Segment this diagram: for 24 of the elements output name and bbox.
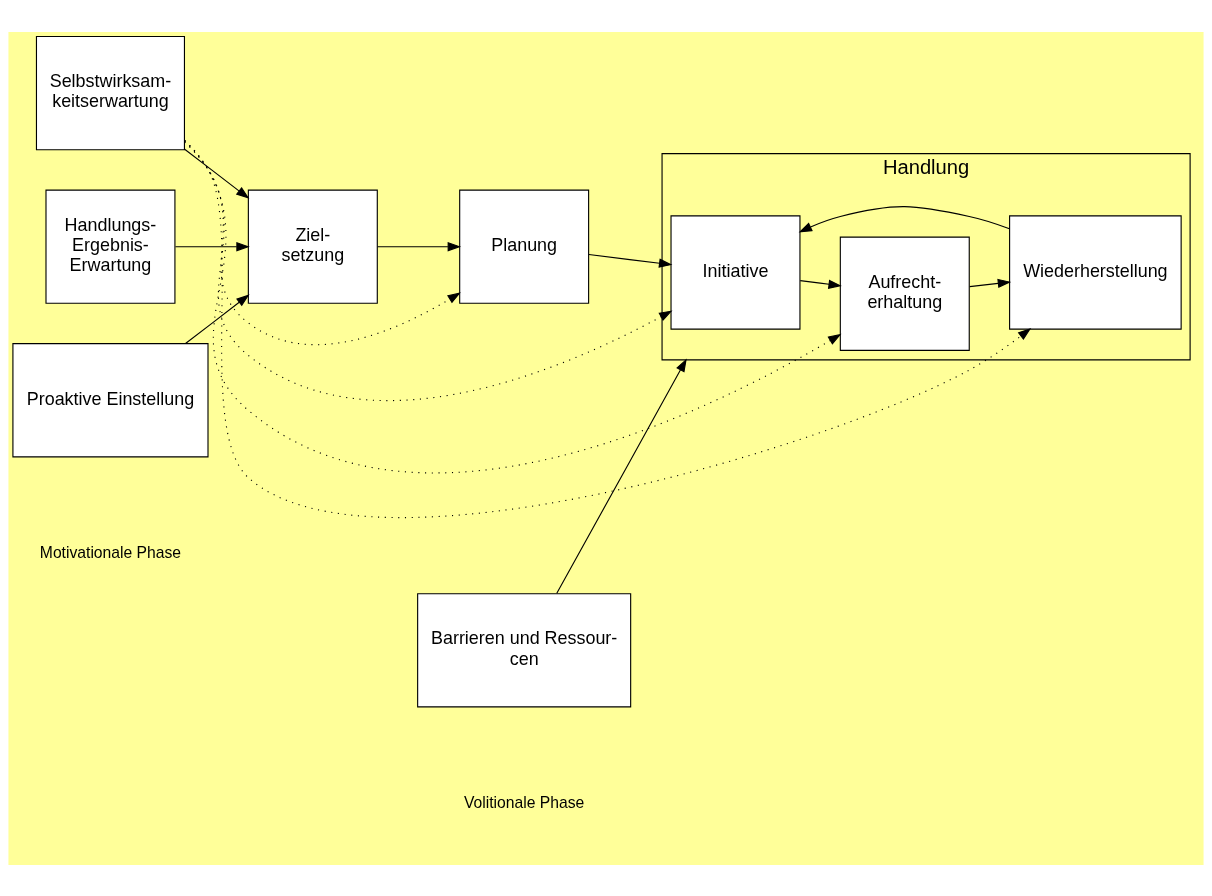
node-box: Wiederherstellung <box>1009 214 1182 330</box>
arrow <box>799 279 842 289</box>
node-box: Barrieren und Ressour- cen <box>417 592 632 707</box>
arrow <box>184 293 250 344</box>
arrow <box>184 139 1032 518</box>
node-box: Handlungs- Ergebnis- Erwartung <box>45 189 176 304</box>
node-box: Aufrecht- erhaltung <box>839 236 970 351</box>
arrow <box>184 141 461 345</box>
node-box: Proaktive Einstellung <box>12 342 209 457</box>
node-box: Selbstwirksam- keitserwartung <box>35 35 185 150</box>
arrow <box>174 241 250 251</box>
arrow <box>184 140 673 401</box>
node-box: Planung <box>459 189 590 304</box>
arrow <box>184 148 250 199</box>
arrow <box>377 241 462 251</box>
arrow <box>969 278 1012 288</box>
arrow <box>184 139 842 473</box>
arrow <box>556 357 687 594</box>
label: Volitionale Phase <box>463 793 585 811</box>
label: Motivationale Phase <box>39 543 182 561</box>
node-box: Ziel- setzung <box>247 189 378 304</box>
arrow <box>588 253 673 268</box>
arrow <box>798 205 1010 233</box>
node-box: Initiative <box>670 214 801 330</box>
